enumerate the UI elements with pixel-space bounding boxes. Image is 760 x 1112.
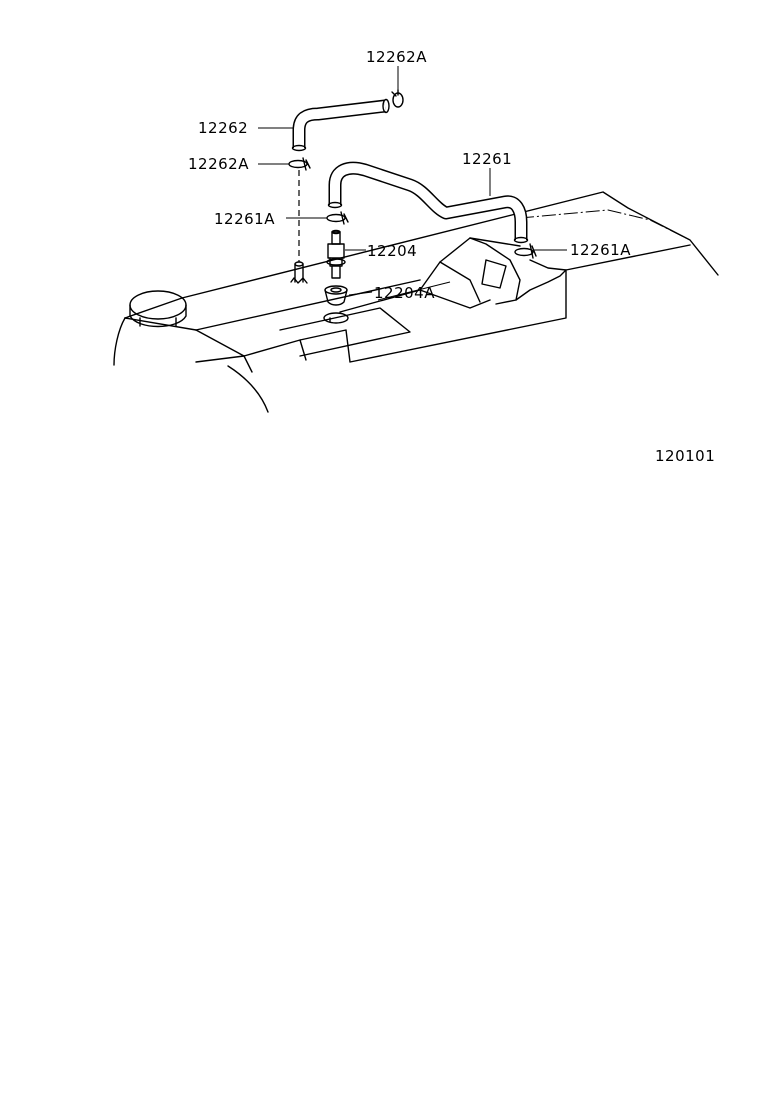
clamp-12262a-left xyxy=(288,157,311,171)
hose-12262 xyxy=(291,98,390,152)
label-clamp-left: 12262A xyxy=(188,155,249,173)
figure-id: 120101 xyxy=(655,447,715,465)
clamp-12262a-top xyxy=(391,89,404,108)
label-clamp-right: 12261A xyxy=(570,241,631,259)
label-hose-small: 12262 xyxy=(198,119,248,137)
label-clamp-top: 12262A xyxy=(366,48,427,66)
label-clamp-mid: 12261A xyxy=(214,210,275,228)
grommet-12204a xyxy=(324,285,348,306)
engine-cover xyxy=(113,191,719,413)
label-valve: 12204 xyxy=(367,242,417,260)
label-hose-long: 12261 xyxy=(462,150,512,168)
pcv-valve-12204 xyxy=(326,229,346,279)
leader-lines xyxy=(258,66,567,301)
hose-12261 xyxy=(327,161,529,244)
clamp-12261a-right xyxy=(514,243,537,259)
label-grommet: 12204A xyxy=(374,284,435,302)
clamp-12261a-mid xyxy=(326,211,349,225)
